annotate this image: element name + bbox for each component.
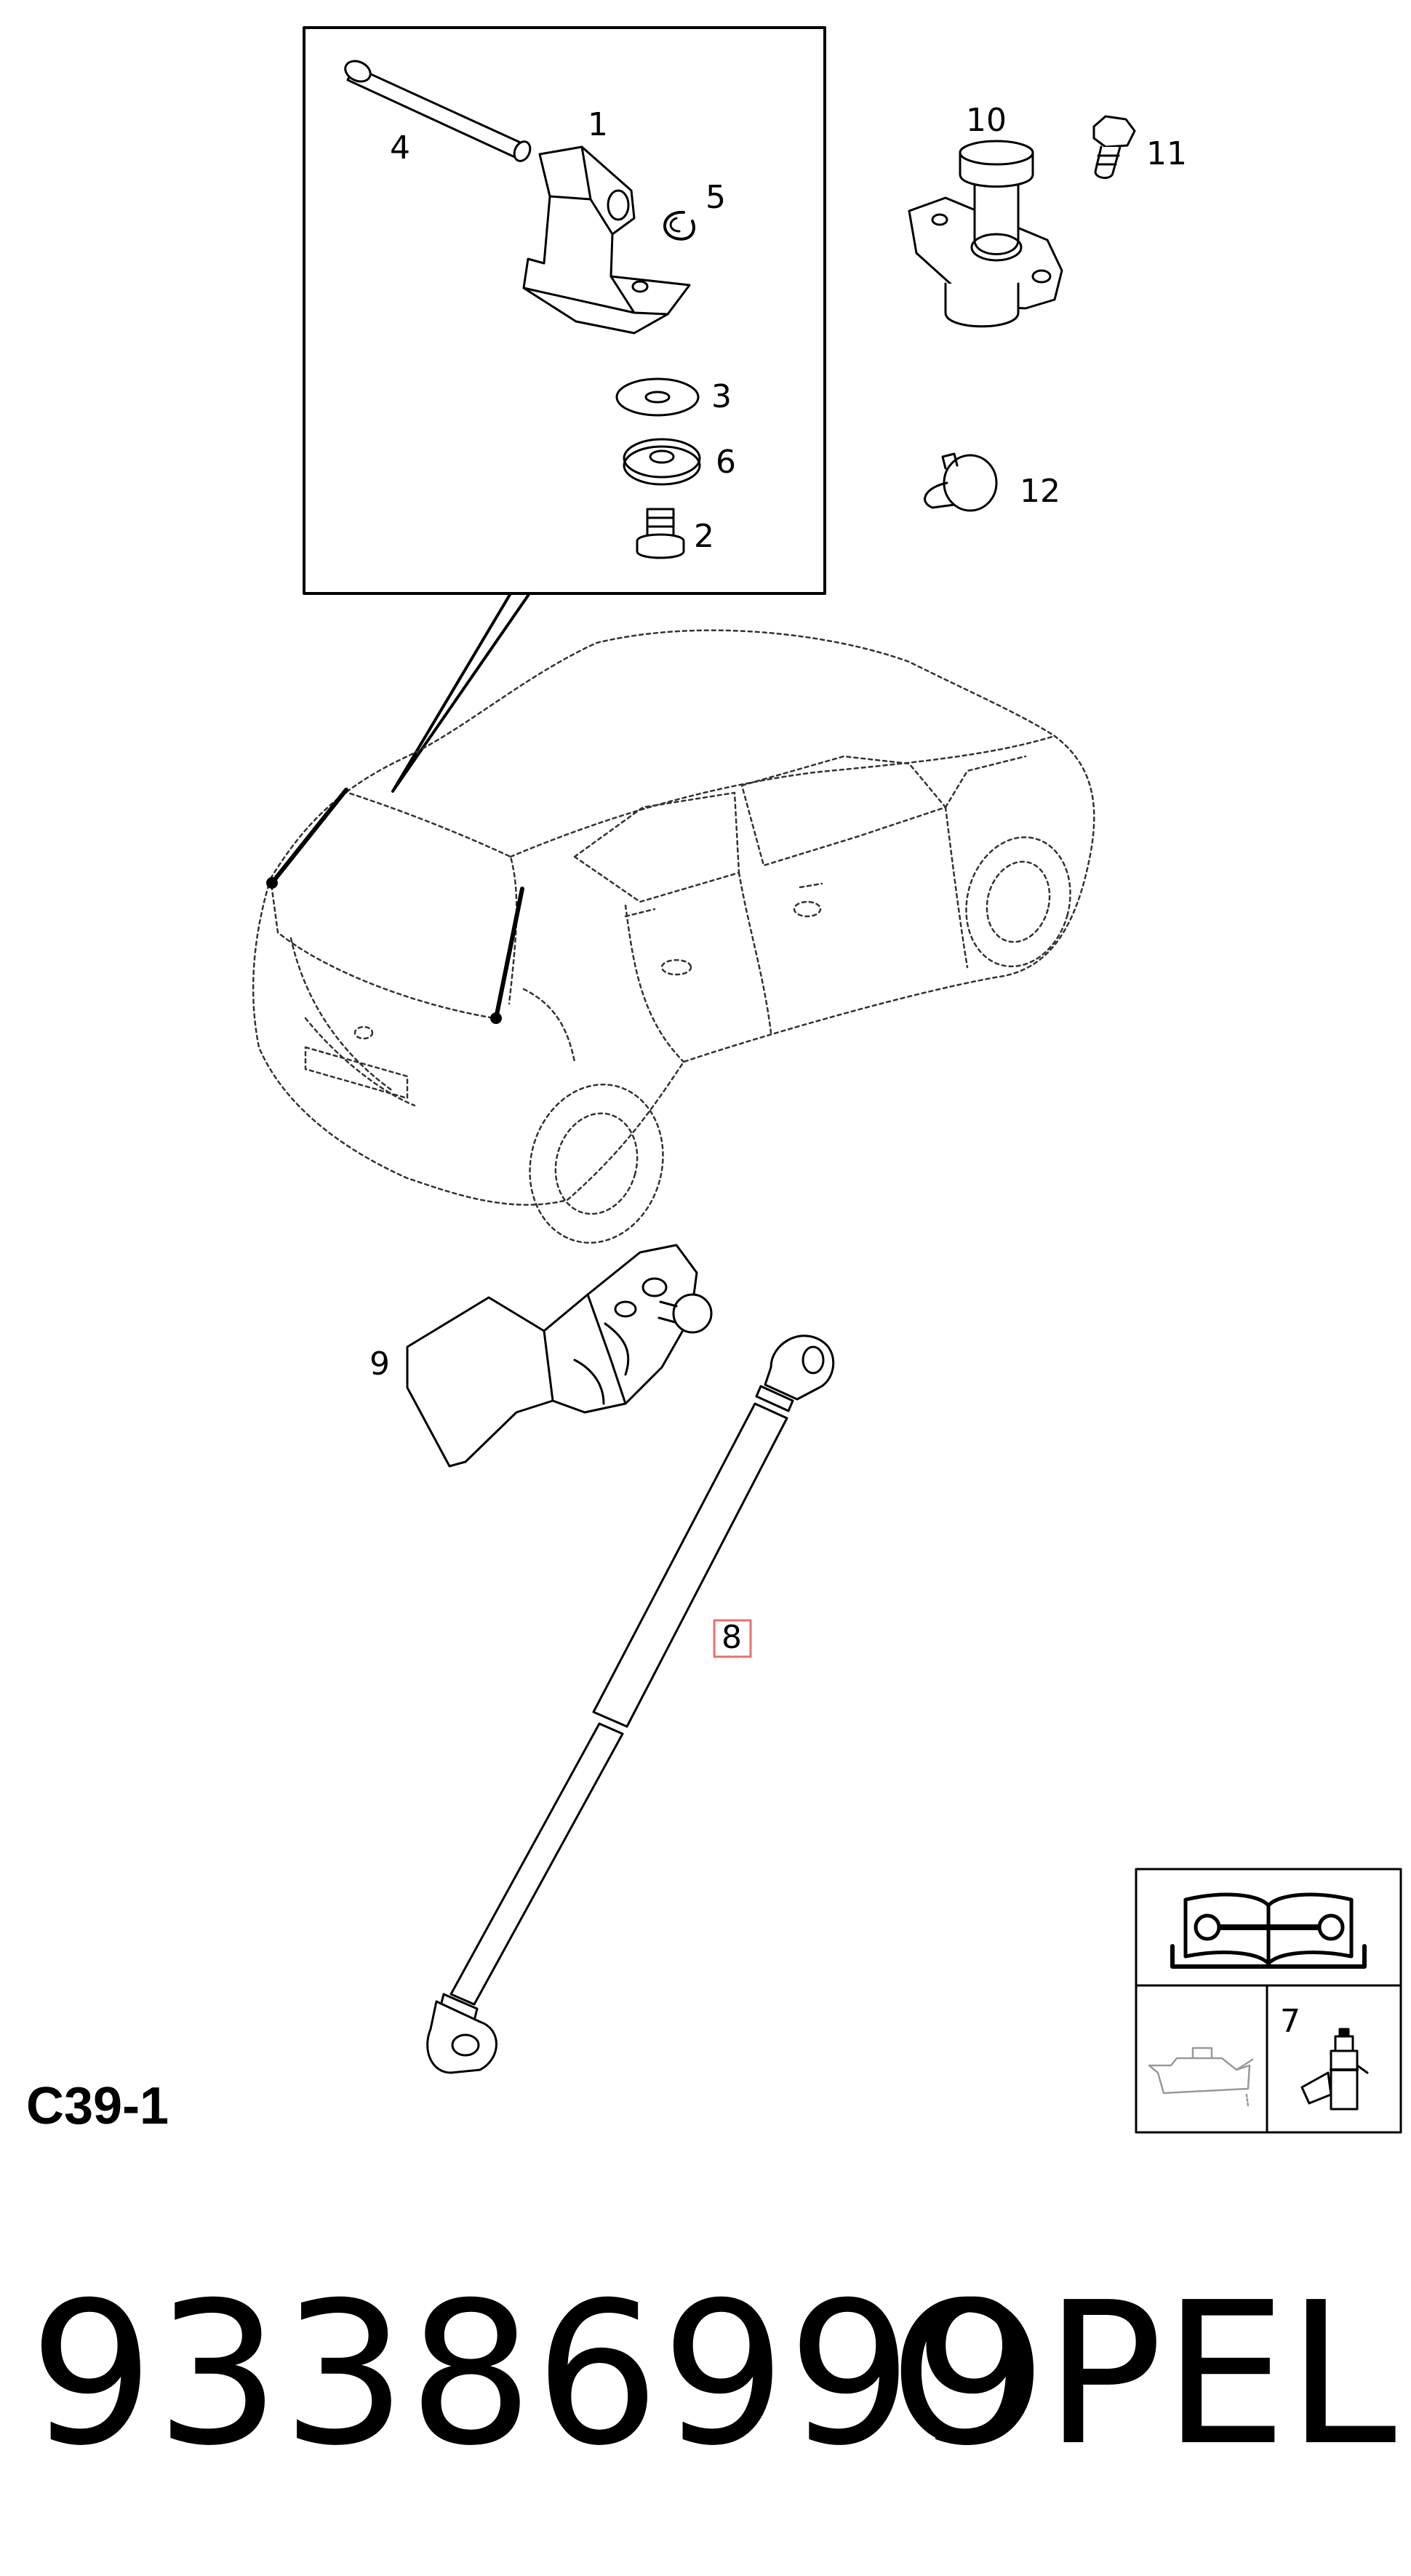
part-labels: 1 2 3 4 5 6 7 8 9 10 11 12 (369, 102, 1300, 2040)
car-window-struts (266, 788, 524, 1024)
car-outline (252, 629, 1095, 1244)
brand-name: OPEL (890, 2260, 1396, 2489)
label-part-11: 11 (1146, 135, 1187, 172)
lock-striker-part (908, 140, 1063, 328)
sealant-bottle-icon (1300, 2028, 1369, 2111)
label-part-4: 4 (390, 129, 410, 167)
part-8-highlight-box (713, 1619, 752, 1658)
spring-washer-part (623, 438, 701, 486)
part-number: 93386999 (29, 2260, 1041, 2489)
label-part-7: 7 (1280, 2003, 1300, 2040)
bolt-part (1092, 115, 1136, 179)
detail-inset-frame (303, 26, 826, 595)
label-part-9: 9 (369, 1345, 390, 1383)
label-part-5: 5 (706, 179, 726, 216)
label-part-8: 8 (722, 1619, 742, 1656)
label-part-3: 3 (711, 378, 732, 415)
label-part-12: 12 (1020, 473, 1060, 510)
hinge-bracket-part (522, 145, 691, 335)
plug-cap-part (924, 452, 998, 512)
strut-bracket-part (406, 1244, 713, 1468)
oil-can-icon (1148, 2047, 1254, 2108)
flat-washer-part (615, 377, 700, 417)
hinge-pin-part (344, 60, 532, 162)
inset-leader-line (391, 592, 531, 793)
gas-strut-part (426, 1335, 835, 2074)
clip-ring-part (663, 210, 695, 241)
legend-table (1135, 1868, 1402, 2134)
diagram-reference-code: C39-1 (26, 2077, 169, 2135)
label-part-2: 2 (694, 518, 714, 555)
screw-part (636, 508, 685, 559)
label-part-10: 10 (966, 102, 1007, 139)
label-part-6: 6 (716, 444, 736, 481)
label-part-1: 1 (588, 106, 608, 143)
repair-manual-icon (1170, 1892, 1367, 1969)
